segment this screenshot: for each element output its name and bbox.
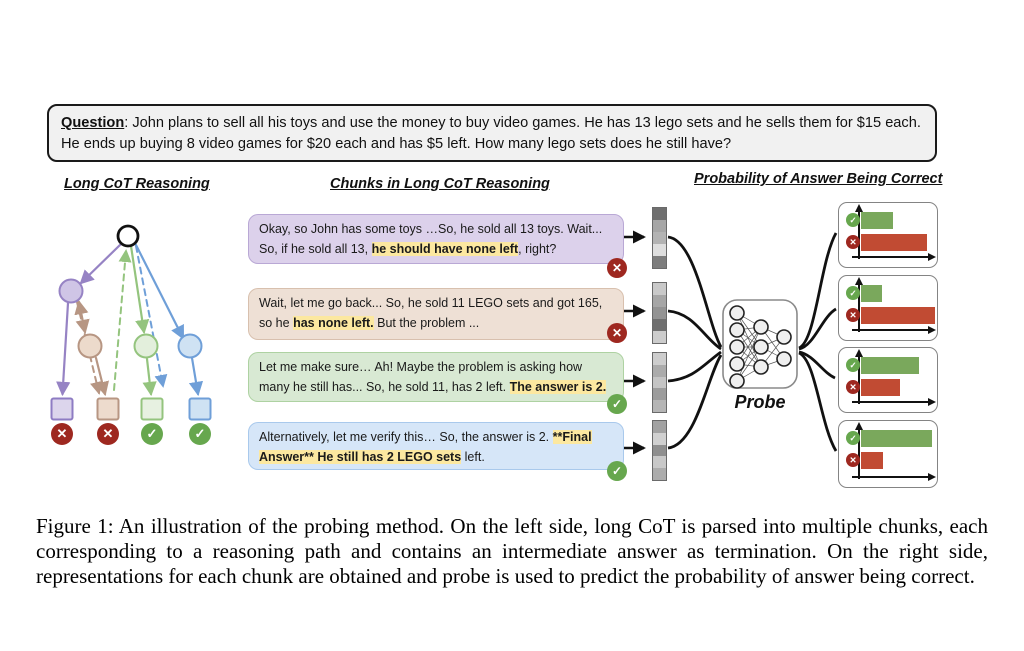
header-long-cot-reasoning: Long CoT Reasoning xyxy=(64,176,210,192)
incorrect-probability-bar xyxy=(861,234,927,251)
edge-purple-tan xyxy=(74,299,90,335)
probability-chart: ✓ ✕ xyxy=(838,347,938,413)
representation-bar xyxy=(652,420,667,481)
tree-blue-node xyxy=(177,333,203,359)
y-axis xyxy=(858,356,861,404)
question-label: Question xyxy=(61,115,125,131)
edge-blue-square xyxy=(188,356,204,397)
probability-chart: ✓ ✕ xyxy=(838,420,938,488)
correct-probability-bar xyxy=(861,357,919,374)
check-icon: ✓ xyxy=(189,423,211,445)
tree-root-node xyxy=(116,224,140,248)
y-axis-arrow-icon xyxy=(854,422,863,430)
y-axis-arrow-icon xyxy=(854,277,863,285)
cross-icon: ✕ xyxy=(846,235,860,249)
tree-purple-leaf xyxy=(50,397,74,421)
incorrect-probability-bar xyxy=(861,307,935,324)
question-box: Question: John plans to sell all his toy… xyxy=(47,104,937,162)
check-icon: ✓ xyxy=(607,394,627,414)
check-icon: ✓ xyxy=(846,213,860,227)
chunk-to-rep-arrows xyxy=(623,230,646,455)
check-icon: ✓ xyxy=(846,286,860,300)
check-icon: ✓ xyxy=(846,431,860,445)
edge-green-square xyxy=(142,357,157,397)
cross-icon: ✕ xyxy=(846,308,860,322)
correct-probability-bar xyxy=(861,430,932,447)
chunk-text: Let me make sure… Ah! Maybe the problem … xyxy=(259,360,583,394)
chunk-highlight: he should have none left xyxy=(371,242,519,256)
check-icon: ✓ xyxy=(846,358,860,372)
chunk-card: Alternatively, let me verify this… So, t… xyxy=(248,422,624,470)
chunk-text: Alternatively, let me verify this… So, t… xyxy=(259,430,553,444)
cross-icon: ✕ xyxy=(607,323,627,343)
chunk-card: Wait, let me go back... So, he sold 11 L… xyxy=(248,288,624,340)
incorrect-probability-bar xyxy=(861,379,900,396)
chunk-text: , right? xyxy=(518,242,557,256)
cross-icon: ✕ xyxy=(846,380,860,394)
figure-caption: Figure 1: An illustration of the probing… xyxy=(36,514,988,588)
x-axis-arrow-icon xyxy=(928,398,936,406)
chunk-highlight: has none left. xyxy=(293,316,374,330)
edge-root-purple xyxy=(79,242,123,285)
probe-to-chart-curves xyxy=(798,232,838,452)
x-axis xyxy=(852,255,930,258)
chunk-card: Okay, so John has some toys …So, he sold… xyxy=(248,214,624,264)
edge-root-green xyxy=(129,244,150,335)
representation-bar xyxy=(652,352,667,413)
cross-icon: ✕ xyxy=(846,453,860,467)
x-axis xyxy=(852,328,930,331)
tree-tan-leaf xyxy=(96,397,120,421)
tree-purple-node xyxy=(58,278,84,304)
edge-backprop-green-dashed xyxy=(113,249,132,391)
probability-chart: ✓ ✕ xyxy=(838,202,938,268)
y-axis xyxy=(858,284,861,332)
y-axis-arrow-icon xyxy=(854,349,863,357)
probability-chart: ✓ ✕ xyxy=(838,275,938,341)
edge-root-blue xyxy=(133,241,185,340)
chunk-highlight: The answer is 2. xyxy=(509,380,607,394)
header-chunks: Chunks in Long CoT Reasoning xyxy=(330,176,550,192)
incorrect-probability-bar xyxy=(861,452,883,469)
cross-icon: ✕ xyxy=(607,258,627,278)
check-icon: ✓ xyxy=(141,423,163,445)
edge-tan-square xyxy=(94,356,109,397)
y-axis-arrow-icon xyxy=(854,204,863,212)
tree-green-leaf xyxy=(140,397,164,421)
correct-probability-bar xyxy=(861,285,882,302)
representation-bar xyxy=(652,282,667,344)
chunk-text: Wait, let me go back... So, he sold 11 L… xyxy=(259,296,603,330)
rep-to-probe-curves xyxy=(667,235,723,450)
question-text: : John plans to sell all his toys and us… xyxy=(61,115,921,152)
chunk-text: left. xyxy=(461,450,485,464)
chunk-text: But the problem ... xyxy=(373,316,480,330)
chunk-card: Let me make sure… Ah! Maybe the problem … xyxy=(248,352,624,402)
x-axis xyxy=(852,475,930,478)
probe-label: Probe xyxy=(734,392,786,412)
edge-root-greensquare-dashed xyxy=(135,245,168,388)
y-axis xyxy=(858,429,861,479)
correct-probability-bar xyxy=(861,212,893,229)
header-probability: Probability of Answer Being Correct xyxy=(694,171,943,187)
reasoning-tree xyxy=(50,224,212,421)
representation-bar xyxy=(652,207,667,269)
probe-box xyxy=(722,299,798,389)
tree-blue-leaf xyxy=(188,397,212,421)
x-axis-arrow-icon xyxy=(928,253,936,261)
edge-purple-square xyxy=(56,301,71,397)
tree-green-node xyxy=(133,333,159,359)
x-axis-arrow-icon xyxy=(928,326,936,334)
cross-icon: ✕ xyxy=(97,423,119,445)
tree-tan-node xyxy=(77,333,103,359)
probe-network xyxy=(729,305,792,389)
x-axis xyxy=(852,400,930,403)
cross-icon: ✕ xyxy=(51,423,73,445)
y-axis xyxy=(858,211,861,259)
x-axis-arrow-icon xyxy=(928,473,936,481)
check-icon: ✓ xyxy=(607,461,627,481)
chunk-text: Okay, so John has some toys …So, he sold… xyxy=(259,222,603,256)
